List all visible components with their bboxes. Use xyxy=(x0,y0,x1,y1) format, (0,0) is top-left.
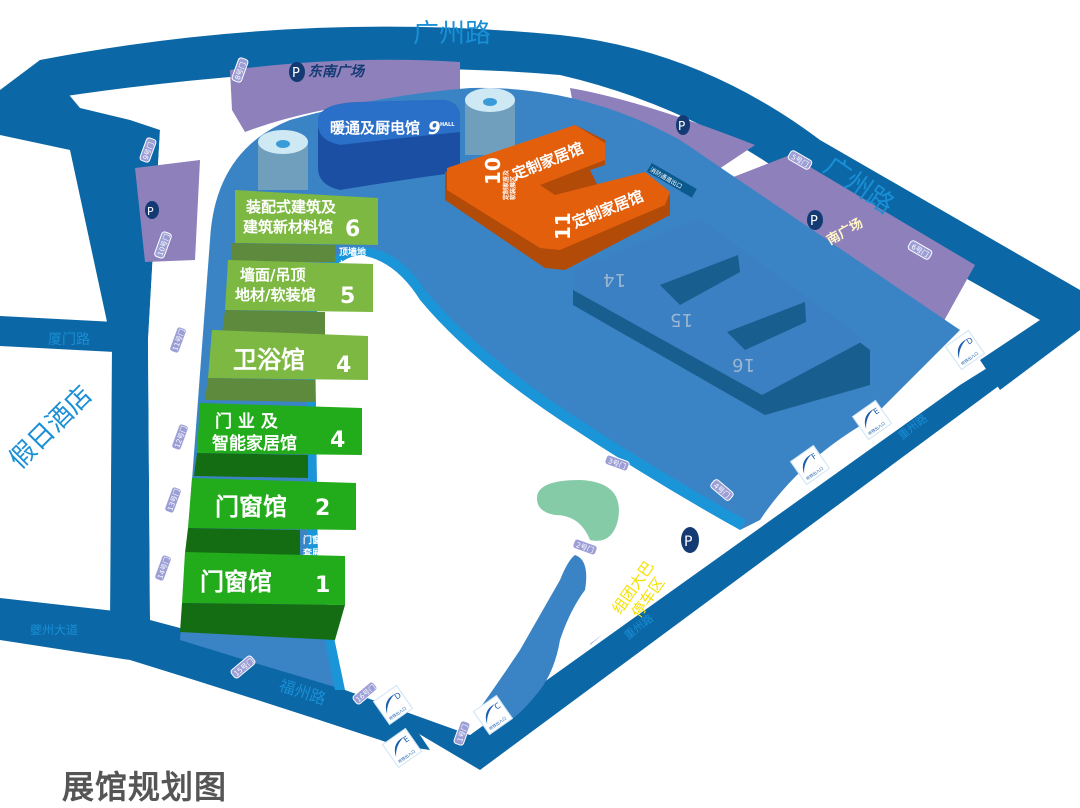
hall-4[interactable]: 卫浴馆 4 卫浴/智能家 居/门业展区 xyxy=(205,330,368,406)
svg-text:墙面/吊顶: 墙面/吊顶 xyxy=(240,266,305,284)
subway-icon xyxy=(385,693,395,715)
hall-2-number: 2 xyxy=(315,496,330,521)
svg-text:P: P xyxy=(678,119,685,133)
hall-6-number: 6 xyxy=(345,217,360,242)
svg-text:假日酒店: 假日酒店 xyxy=(4,380,99,475)
hall-3-number: 4 xyxy=(330,428,345,453)
parking-icon xyxy=(676,115,690,135)
svg-text:卫浴/智能家: 卫浴/智能家 xyxy=(316,386,355,395)
hall-6[interactable]: 装配式建筑及 建筑新材料馆 6 顶墙地 材展区 xyxy=(232,190,378,271)
subway-icon xyxy=(485,703,495,725)
entrance-e-east[interactable]: E 地铁出入口 xyxy=(851,399,893,441)
hall-5-number: 5 xyxy=(340,284,355,309)
svg-text:地材/软装馆: 地材/软装馆 xyxy=(235,286,315,304)
svg-text:F: F xyxy=(810,451,819,461)
svg-text:定制家居及: 定制家居及 xyxy=(502,170,510,201)
orange-halls[interactable]: 10 定制家居馆 11 定制家居馆 定制家居及 软装展区 xyxy=(445,125,670,270)
svg-text:门窗馆: 门窗馆 xyxy=(200,568,272,596)
svg-text:P: P xyxy=(147,205,154,218)
parking-badges: P 东南广场 P P P 南广场 P 组团大巴 停车区 xyxy=(145,62,866,621)
svg-text:10: 10 xyxy=(481,157,505,185)
svg-text:门 业 及: 门 业 及 xyxy=(215,411,279,432)
svg-text:顶墙地: 顶墙地 xyxy=(339,246,366,258)
stream xyxy=(475,555,587,720)
hall-14-number: 14 xyxy=(603,269,626,290)
hall-2[interactable]: 门窗馆 2 门窗配 套展区 xyxy=(185,478,356,559)
svg-text:门窗配: 门窗配 xyxy=(303,534,330,546)
parking-icon xyxy=(807,210,823,230)
map-title: 展馆规划图 xyxy=(62,768,228,806)
hall-5[interactable]: 墙面/吊顶 地材/软装馆 5 xyxy=(222,260,373,335)
hall-4-number: 4 xyxy=(336,353,351,378)
svg-text:P: P xyxy=(810,214,818,229)
green-halls: 装配式建筑及 建筑新材料馆 6 顶墙地 材展区 墙面/吊顶 地材/软装馆 5 卫… xyxy=(180,190,378,640)
svg-text:智能家居馆: 智能家居馆 xyxy=(212,433,297,454)
hall-10-label: 10 xyxy=(481,157,505,185)
hall-15-number: 15 xyxy=(670,309,693,330)
entrance-d-south[interactable]: D 地铁出入口 xyxy=(372,684,414,726)
hall-9-number: 9 xyxy=(428,118,441,139)
cylinders xyxy=(258,88,515,190)
hall-16-number: 16 xyxy=(732,354,755,375)
svg-text:D: D xyxy=(393,691,403,702)
svg-text:居/门业展区: 居/门业展区 xyxy=(316,397,354,406)
southeast-plaza-label: 东南广场 xyxy=(308,63,366,80)
hall-9[interactable]: 暖通及厨电馆 9 HALL xyxy=(318,100,460,190)
svg-text:P: P xyxy=(292,66,300,81)
svg-text:11: 11 xyxy=(551,212,575,240)
xiamen-road[interactable] xyxy=(0,316,115,352)
entrance-f[interactable]: F 地铁出入口 xyxy=(789,444,831,486)
subway-icon xyxy=(957,338,967,360)
p5-parking[interactable] xyxy=(135,160,200,262)
halls-14-16[interactable]: 14 15 16 xyxy=(573,218,870,415)
xiamen-road-label: 厦门路 xyxy=(48,332,90,348)
svg-text:E: E xyxy=(402,734,411,744)
hall-11-label: 11 xyxy=(551,212,575,240)
svg-text:D: D xyxy=(965,336,975,347)
lake xyxy=(536,480,619,541)
svg-text:P: P xyxy=(684,534,692,550)
guangzhou-road-label-top: 广州路 xyxy=(413,19,491,49)
hall-3[interactable]: 门 业 及 智能家居馆 4 xyxy=(194,403,362,478)
svg-text:HALL: HALL xyxy=(440,122,455,128)
svg-text:门窗馆: 门窗馆 xyxy=(215,493,287,521)
subway-icon xyxy=(864,408,874,430)
parking-icon xyxy=(289,62,305,82)
water-features xyxy=(475,480,619,720)
svg-text:卫浴馆: 卫浴馆 xyxy=(233,346,305,374)
svg-text:建筑新材料馆: 建筑新材料馆 xyxy=(243,218,333,236)
hall-1[interactable]: 门窗馆 1 xyxy=(180,552,345,640)
svg-text:E: E xyxy=(872,406,881,416)
holiday-hotel-label: 假日酒店 xyxy=(4,380,99,475)
subway-icon xyxy=(802,453,812,475)
subway-icon xyxy=(394,736,404,758)
gate-1[interactable]: 1号门 xyxy=(453,720,471,746)
svg-text:软装展区: 软装展区 xyxy=(509,176,517,200)
left-vertical-road[interactable] xyxy=(0,60,160,625)
kuizhou-avenue-label: 夔州大道 xyxy=(30,622,78,637)
southeast-plaza-parking[interactable] xyxy=(230,59,460,132)
parking-icon xyxy=(681,527,699,553)
fuzhou-road[interactable] xyxy=(0,598,430,750)
hall-1-number: 1 xyxy=(315,573,330,598)
svg-text:C: C xyxy=(493,701,503,712)
parking-icon xyxy=(145,201,159,219)
central-open-area xyxy=(315,255,740,735)
hall-9-name: 暖通及厨电馆 xyxy=(330,119,420,137)
svg-text:装配式建筑及: 装配式建筑及 xyxy=(245,198,337,216)
